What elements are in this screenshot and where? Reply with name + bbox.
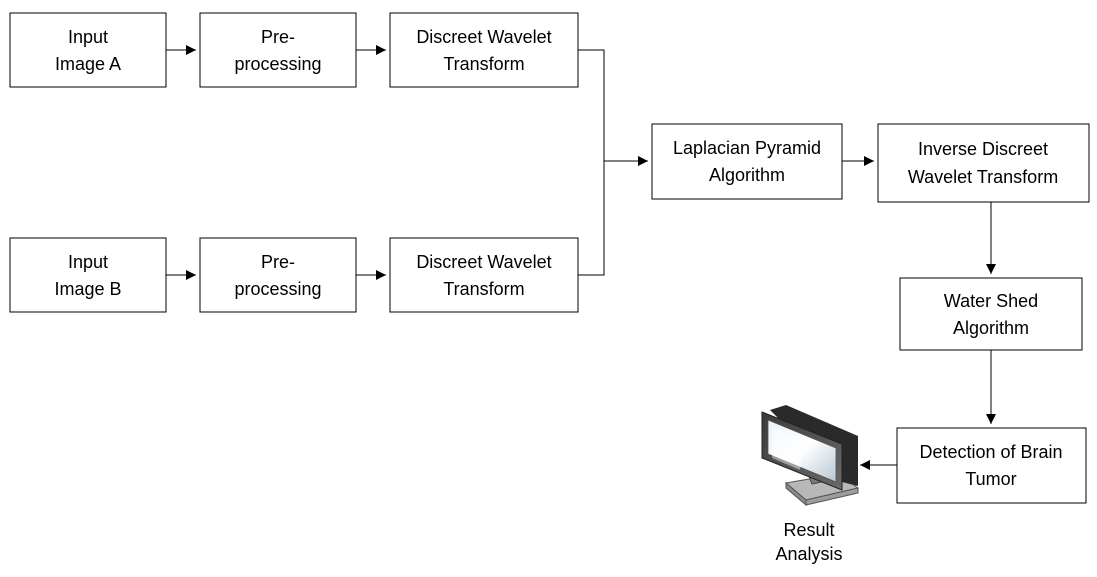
edge-dwt-b-to-laplacian: [578, 161, 605, 276]
result-caption-line1: Result: [783, 520, 834, 540]
node-inverse-dwt-line1: Inverse Discreet: [918, 139, 1048, 159]
monitor-icon: [761, 405, 860, 507]
node-detection-line1: Detection of Brain: [919, 442, 1062, 462]
node-preprocessing-b-line2: processing: [234, 279, 321, 299]
node-laplacian-pyramid: Laplacian Pyramid Algorithm: [651, 123, 843, 200]
node-laplacian-pyramid-line1: Laplacian Pyramid: [673, 138, 821, 158]
node-input-image-b-line1: Input: [68, 252, 108, 272]
node-inverse-dwt-line2: Wavelet Transform: [908, 167, 1058, 187]
node-watershed-line2: Algorithm: [953, 318, 1029, 338]
node-inverse-dwt: Inverse Discreet Wavelet Transform: [877, 123, 1090, 203]
node-laplacian-pyramid-line2: Algorithm: [709, 165, 785, 185]
node-preprocessing-a-line1: Pre-: [261, 27, 295, 47]
node-dwt-a: Discreet Wavelet Transform: [389, 12, 579, 88]
node-input-image-a: Input Image A: [9, 12, 167, 88]
node-watershed: Water Shed Algorithm: [899, 277, 1083, 351]
edge-dwt-a-to-laplacian: [578, 49, 648, 166]
node-input-image-b: Input Image B: [9, 237, 167, 313]
node-dwt-a-line2: Transform: [443, 54, 524, 74]
node-dwt-b-line2: Transform: [443, 279, 524, 299]
node-watershed-line1: Water Shed: [944, 291, 1038, 311]
edges: [166, 45, 996, 470]
result-caption-line2: Analysis: [775, 544, 842, 564]
node-preprocessing-b: Pre- processing: [199, 237, 357, 313]
node-preprocessing-a-line2: processing: [234, 54, 321, 74]
node-input-image-a-line2: Image A: [55, 54, 121, 74]
node-input-image-a-line1: Input: [68, 27, 108, 47]
node-preprocessing-a: Pre- processing: [199, 12, 357, 88]
node-input-image-b-line2: Image B: [54, 279, 121, 299]
node-detection-line2: Tumor: [965, 469, 1016, 489]
node-detection-brain-tumor: Detection of Brain Tumor: [896, 427, 1087, 504]
node-preprocessing-b-line1: Pre-: [261, 252, 295, 272]
node-dwt-a-line1: Discreet Wavelet: [416, 27, 551, 47]
node-dwt-b: Discreet Wavelet Transform: [389, 237, 579, 313]
node-dwt-b-line1: Discreet Wavelet: [416, 252, 551, 272]
